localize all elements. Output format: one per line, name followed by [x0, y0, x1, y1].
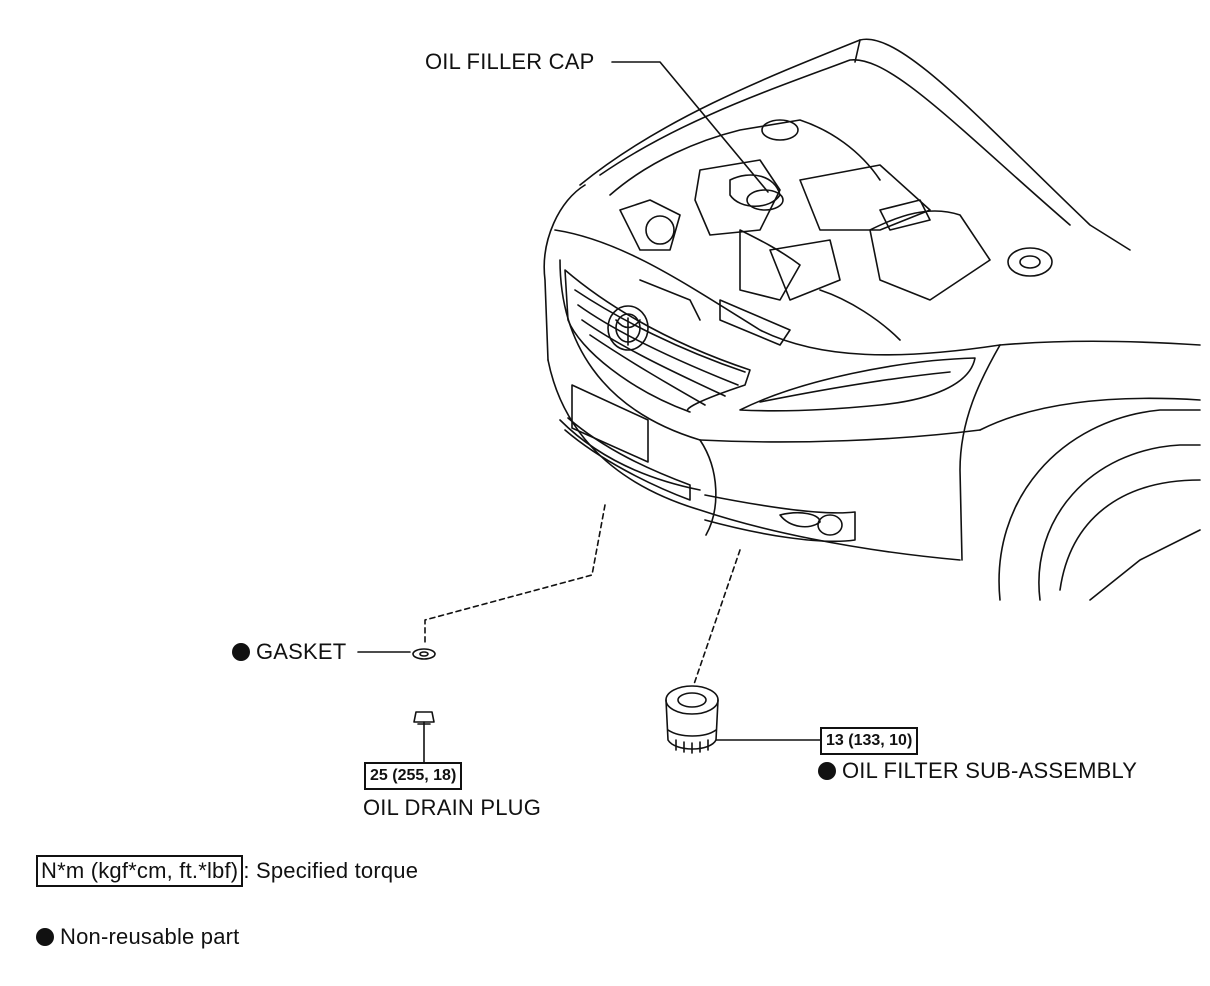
- filled-circle-icon: [36, 928, 54, 946]
- license-plate-area: [564, 384, 691, 501]
- gasket-callout: GASKET: [232, 639, 346, 665]
- oil-filter-label: OIL FILTER SUB-ASSEMBLY: [842, 758, 1138, 783]
- torque-legend: N*m (kgf*cm, ft.*lbf): Specified torque: [36, 855, 418, 887]
- torque-legend-box: N*m (kgf*cm, ft.*lbf): [36, 855, 244, 887]
- front-grille: [564, 269, 751, 413]
- oil-drain-plug-label: OIL DRAIN PLUG: [363, 795, 542, 820]
- non-reusable-legend-text: Non-reusable part: [60, 924, 240, 949]
- oil-filler-cap-leader: [611, 61, 769, 193]
- filled-circle-icon: [232, 643, 250, 661]
- drain-plug-bolt: [413, 711, 435, 763]
- non-reusable-legend: Non-reusable part: [36, 924, 240, 950]
- oil-filter-torque-box: 13 (133, 10): [820, 727, 919, 755]
- drain-plug-torque-box: 25 (255, 18): [364, 762, 463, 790]
- gasket-washer: [412, 648, 436, 660]
- oil-filter-dashed-line: [691, 549, 741, 691]
- oil-filter-canister: [665, 685, 719, 754]
- filled-circle-icon: [818, 762, 836, 780]
- oil-filter-callout: OIL FILTER SUB-ASSEMBLY: [818, 758, 1137, 784]
- hood-outline: [579, 38, 1131, 251]
- fog-lamp: [704, 494, 856, 543]
- torque-legend-desc: : Specified torque: [243, 858, 419, 883]
- headlight: [739, 357, 976, 412]
- gasket-dashed-line: [424, 504, 606, 646]
- gasket-label: GASKET: [256, 639, 347, 664]
- oil-filler-cap-label: OIL FILLER CAP: [425, 49, 595, 74]
- car-body-outline: [543, 184, 1201, 601]
- engine-bay-details: [609, 119, 1053, 346]
